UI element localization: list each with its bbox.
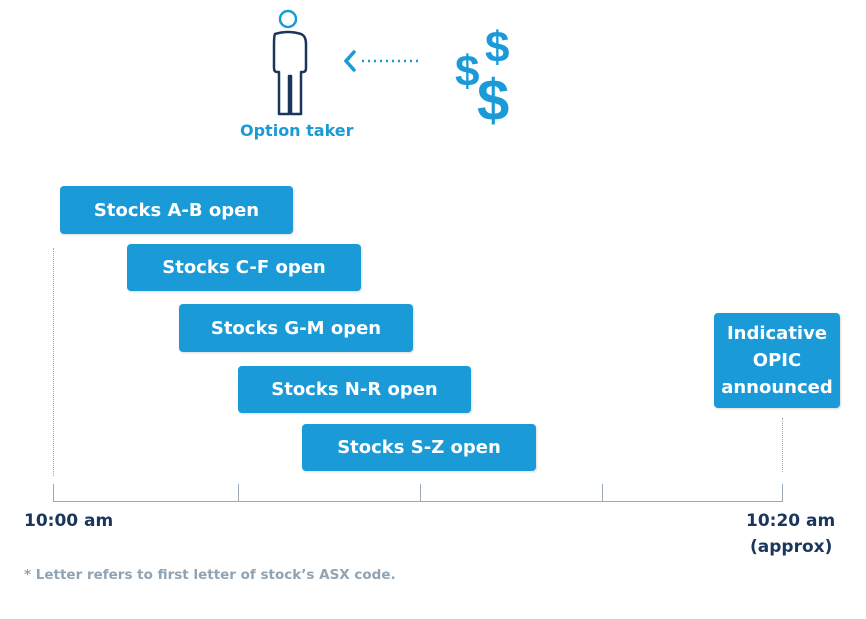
phase-box-s-z: Stocks S-Z open bbox=[302, 424, 536, 471]
phase-box-g-m: Stocks G-M open bbox=[179, 304, 413, 352]
arrow-left-dotted-icon bbox=[343, 50, 418, 72]
indicative-line3: announced bbox=[721, 377, 833, 398]
axis-tick bbox=[602, 484, 603, 502]
indicative-line2: OPIC bbox=[752, 350, 802, 371]
phase-box-n-r: Stocks N-R open bbox=[238, 366, 471, 413]
footnote: * Letter refers to first letter of stock… bbox=[24, 567, 396, 583]
indicative-line1: Indicative bbox=[726, 323, 828, 344]
svg-text:$: $ bbox=[477, 68, 509, 125]
end-guide-line bbox=[782, 418, 783, 472]
axis-tick bbox=[53, 484, 54, 502]
axis-tick bbox=[420, 484, 421, 502]
person-label: Option taker bbox=[240, 121, 354, 140]
svg-text:$: $ bbox=[485, 23, 509, 72]
start-guide-line bbox=[53, 248, 54, 476]
dollar-signs-icon: $ $ $ bbox=[455, 23, 509, 125]
axis-start-label: 10:00 am bbox=[24, 511, 114, 531]
axis-end-note: (approx) bbox=[750, 537, 833, 557]
indicative-opic-box: Indicative OPIC announced bbox=[714, 313, 840, 408]
axis-tick bbox=[782, 484, 783, 502]
phase-box-c-f: Stocks C-F open bbox=[127, 244, 361, 291]
axis-tick bbox=[238, 484, 239, 502]
svg-text:$: $ bbox=[455, 47, 479, 96]
axis-end-label: 10:20 am bbox=[746, 511, 836, 531]
phase-box-a-b: Stocks A-B open bbox=[60, 186, 293, 234]
time-axis bbox=[53, 501, 783, 502]
person-icon bbox=[272, 9, 308, 116]
